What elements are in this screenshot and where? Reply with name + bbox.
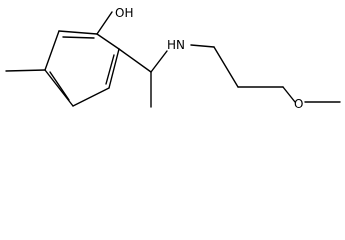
- structure-diagram: OH HN O: [5, 6, 341, 111]
- benzene-ring: [44, 30, 120, 107]
- ring-bond: [108, 48, 120, 89]
- amine-label: HN: [167, 38, 185, 52]
- chain-to-oxygen-bond: [282, 86, 296, 103]
- ether-oxygen-label: O: [294, 97, 303, 111]
- ring-bond: [96, 33, 120, 50]
- chain-bond: [213, 46, 239, 88]
- ring-to-ch-bond: [118, 48, 152, 73]
- ring-bond: [58, 30, 98, 35]
- ch-to-nitrogen-bond: [150, 50, 168, 73]
- ring-double-bond: [62, 36, 95, 39]
- ring-double-bond: [105, 54, 115, 85]
- hydroxyl-bond: [96, 11, 113, 35]
- ring-double-bond: [49, 71, 70, 101]
- ring-bond: [72, 87, 110, 107]
- hydroxyl-label: OH: [115, 6, 133, 20]
- methyl-bond: [5, 69, 46, 72]
- nitrogen-to-chain-bond: [190, 44, 215, 48]
- ring-bond: [44, 30, 60, 71]
